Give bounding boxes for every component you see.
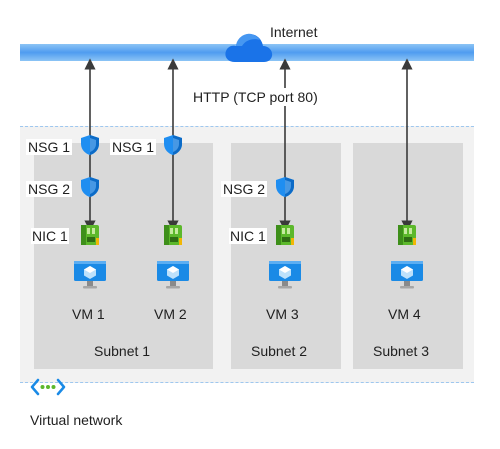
nsg-label-vm3-1: NSG 2 bbox=[221, 181, 268, 197]
vm-label-3: VM 3 bbox=[266, 306, 299, 322]
nic-icon bbox=[81, 225, 99, 245]
http-label: HTTP (TCP port 80) bbox=[190, 88, 321, 106]
vm-label-1: VM 1 bbox=[72, 306, 105, 322]
vm-label-4: VM 4 bbox=[388, 306, 421, 322]
subnet-label-1: Subnet 1 bbox=[94, 343, 151, 359]
nic-icon bbox=[164, 225, 182, 245]
subnet-1-box bbox=[34, 143, 213, 369]
nsg-shield-icon bbox=[81, 135, 99, 155]
nic-icon bbox=[276, 225, 294, 245]
nic-label-vm1: NIC 1 bbox=[31, 228, 69, 244]
vm-monitor-icon bbox=[157, 261, 189, 289]
nsg-label-vm2-1: NSG 1 bbox=[110, 139, 157, 155]
vm-monitor-icon bbox=[74, 261, 106, 289]
nic-label-vm3: NIC 1 bbox=[229, 228, 267, 244]
virtual-network-label: Virtual network bbox=[30, 412, 123, 428]
nsg-shield-icon bbox=[164, 135, 182, 155]
internet-label: Internet bbox=[270, 24, 318, 40]
cloud-icon bbox=[225, 33, 273, 62]
vm-monitor-icon bbox=[269, 261, 301, 289]
nic-icon bbox=[398, 225, 416, 245]
nsg-label-vm1-1: NSG 1 bbox=[26, 139, 73, 155]
nsg-shield-icon bbox=[81, 177, 99, 197]
subnet-label-3: Subnet 3 bbox=[373, 343, 430, 359]
vm-label-2: VM 2 bbox=[154, 306, 187, 322]
nsg-label-vm1-2: NSG 2 bbox=[26, 181, 73, 197]
virtual-network-icon bbox=[30, 378, 66, 396]
subnet-label-2: Subnet 2 bbox=[251, 343, 308, 359]
nsg-shield-icon bbox=[276, 177, 294, 197]
vm-monitor-icon bbox=[391, 261, 423, 289]
